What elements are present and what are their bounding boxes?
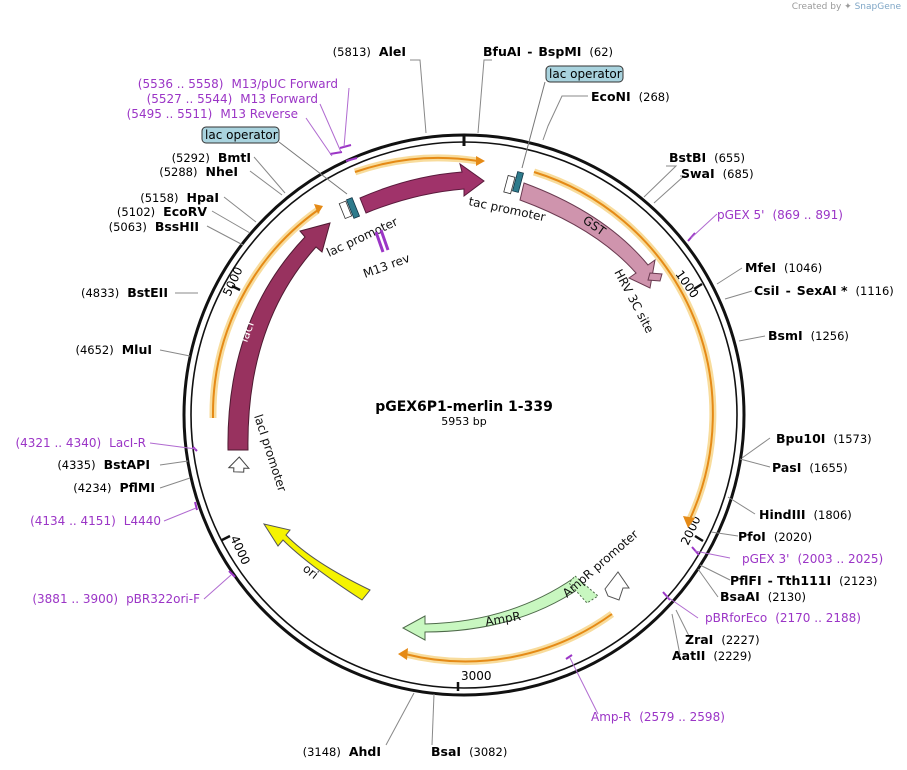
svg-text:HindIII(1806): HindIII(1806) <box>759 507 852 522</box>
lacza-label: lacZα <box>402 162 438 182</box>
svg-text:(3881 .. 3900)pBR322ori-F: (3881 .. 3900)pBR322ori-F <box>32 592 200 606</box>
svg-text:pGEX 5'(869 .. 891): pGEX 5'(869 .. 891) <box>717 208 843 222</box>
svg-text:pBRforEco(2170 .. 2188): pBRforEco(2170 .. 2188) <box>705 611 861 625</box>
enzyme-labels-right: BfuAI-BspMI(62) EcoNI(268) BstBI(655) Sw… <box>431 44 894 759</box>
svg-text:(3148)AhdI: (3148)AhdI <box>303 744 381 759</box>
lac-operator-mark <box>345 197 361 219</box>
lac-promoter-mark <box>338 200 353 220</box>
svg-text:(5102)EcoRV: (5102)EcoRV <box>117 204 207 219</box>
svg-text:(5536 .. 5558)M13/pUC Forward: (5536 .. 5558)M13/pUC Forward <box>138 77 338 91</box>
svg-text:PasI(1655): PasI(1655) <box>772 460 848 475</box>
ori-feature <box>262 523 371 601</box>
svg-text:(5292)BmtI: (5292)BmtI <box>172 150 251 165</box>
laci-label: lacI <box>237 320 257 344</box>
gst-feature <box>519 182 656 289</box>
lac-operator-label-2: lac operator <box>205 128 278 142</box>
tac-operator-mark <box>512 171 524 193</box>
svg-text:BstBI(655): BstBI(655) <box>669 150 745 165</box>
m13-rev-label: M13 rev <box>361 251 411 281</box>
lac-operator-box-2 <box>201 126 280 144</box>
lac-operator-leader-1 <box>521 81 546 169</box>
svg-text:lacZα: lacZα <box>402 162 438 182</box>
svg-text:(5527 .. 5544)M13 Forward: (5527 .. 5544)M13 Forward <box>147 92 318 106</box>
enzyme-labels-left: (5813) AleI (5292)BmtI (5288)NheI (5158)H… <box>57 44 406 759</box>
svg-text:(4234)PflMI: (4234)PflMI <box>73 480 155 495</box>
svg-text:ZraI(2227): ZraI(2227) <box>685 632 760 647</box>
svg-text:AatII(2229): AatII(2229) <box>672 648 752 663</box>
tick-label-4000: 4000 <box>227 533 253 567</box>
svg-text:(5288)NheI: (5288)NheI <box>159 164 238 179</box>
laci-promoter-label: lacI promoter <box>251 413 289 494</box>
svg-text:(5813)AleI: (5813) AleI <box>333 44 406 59</box>
svg-text:PflFI-Tth111I(2123): PflFI-Tth111I(2123) <box>730 573 877 588</box>
snapgene-credit: Created by ✦ SnapGene <box>791 2 901 12</box>
svg-text:(4134 .. 4151)L4440: (4134 .. 4151)L4440 <box>30 514 161 528</box>
lacza-feature <box>359 162 485 214</box>
svg-text:EcoNI(268): EcoNI(268) <box>591 89 670 104</box>
laci-promoter-arrow <box>227 456 250 473</box>
svg-text:pGEX 3'(2003 .. 2025): pGEX 3'(2003 .. 2025) <box>742 552 883 566</box>
svg-text:Amp-R(2579 .. 2598): Amp-R(2579 .. 2598) <box>591 710 725 724</box>
svg-text:BsmI(1256): BsmI(1256) <box>768 328 849 343</box>
ampr-promoter-label: AmpR promoter <box>560 527 641 600</box>
plasmid-name: pGEX6P1-merlin 1-339 <box>375 399 553 415</box>
svg-text:(4652)MluI: (4652)MluI <box>75 342 152 357</box>
lac-operator-box-1 <box>545 65 624 83</box>
tac-promoter-mark <box>503 175 516 195</box>
svg-text:Bpu10I(1573): Bpu10I(1573) <box>776 431 872 446</box>
svg-text:(5495 .. 5511)M13 Reverse: (5495 .. 5511)M13 Reverse <box>127 107 298 121</box>
svg-text:CsiI-SexAI *(1116): CsiI-SexAI *(1116) <box>754 283 894 298</box>
svg-text:(4321 .. 4340)LacI-R: (4321 .. 4340)LacI-R <box>15 436 146 450</box>
m13-rev-feature <box>374 229 390 253</box>
enzyme-name: AleI <box>379 44 406 59</box>
lac-operator-label-1: lac operator <box>549 67 622 81</box>
lac-promoter-label: lac promoter <box>324 215 400 260</box>
ampr-label: AmpR <box>484 609 522 629</box>
enzyme-position: (5813) <box>333 45 371 59</box>
svg-text:PfoI(2020): PfoI(2020) <box>738 529 812 544</box>
hrv-3c-site-feature <box>647 272 663 282</box>
ampr-promoter-feature <box>568 575 599 604</box>
svg-text:BsaI(3082): BsaI(3082) <box>431 744 507 759</box>
plasmid-size: 5953 bp <box>441 415 486 428</box>
svg-text:(5158)HpaI: (5158)HpaI <box>140 190 219 205</box>
svg-text:MfeI(1046): MfeI(1046) <box>745 260 822 275</box>
snapgene-logo-icon: ✦ <box>844 2 852 12</box>
ampr-feature <box>401 577 581 641</box>
svg-text:(5063)BssHII: (5063)BssHII <box>109 219 199 234</box>
lac-operator-leader-2 <box>278 141 348 195</box>
primer-leaders <box>149 87 731 715</box>
svg-text:SwaI(685): SwaI(685) <box>681 166 754 181</box>
svg-text:BfuAI-BspMI(62): BfuAI-BspMI(62) <box>483 44 613 59</box>
tick-label-3000: 3000 <box>461 669 492 683</box>
enzyme-leaders <box>159 59 771 746</box>
ampr-promoter-arrow <box>604 571 630 601</box>
orf-outlines <box>209 154 717 665</box>
laci-feature <box>227 222 331 451</box>
svg-text:BsaAI(2130): BsaAI(2130) <box>720 589 806 604</box>
svg-text:(4335)BstAPI: (4335)BstAPI <box>57 457 150 472</box>
svg-text:(4833)BstEII: (4833)BstEII <box>81 285 168 300</box>
primer-labels: (5536 .. 5558)M13/pUC Forward (5527 .. 5… <box>15 77 883 724</box>
